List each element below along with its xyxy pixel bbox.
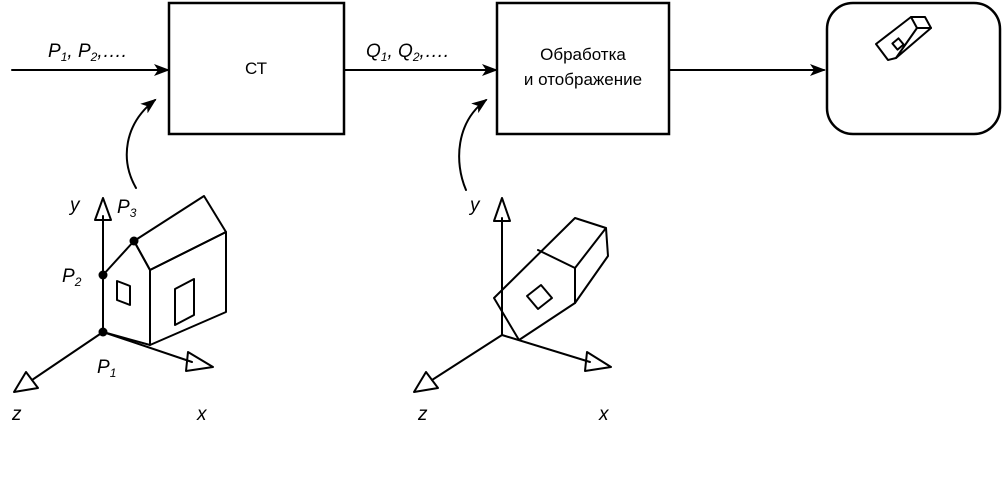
processing-block-label-line2: и отображение — [524, 70, 642, 89]
point-p3 — [129, 236, 139, 246]
input-arrow-label: P1, P2,…. — [48, 41, 127, 64]
house-model — [102, 195, 227, 346]
left-axis-z-label: z — [11, 404, 22, 425]
displayed-house-thumbnail — [875, 16, 932, 61]
ct-block — [167, 1, 346, 136]
middle-arrow-label: Q1, Q2,…. — [366, 41, 449, 64]
processing-block-label-line1: Обработка — [540, 45, 626, 64]
label-p2: P2 — [62, 266, 82, 289]
left-axis-y-label: y — [68, 195, 81, 216]
left-coordinate-axes — [13, 197, 214, 393]
transformed-house — [493, 217, 609, 341]
point-p1 — [98, 327, 108, 337]
right-axis-z-label: z — [417, 404, 428, 425]
ct-block-label: СТ — [245, 59, 267, 78]
point-p2 — [98, 270, 108, 280]
left-axis-x-label: x — [196, 404, 208, 425]
right-axis-x-label: x — [598, 404, 610, 425]
right-coordinate-axes — [413, 197, 612, 393]
curved-arrow-to-processing — [458, 98, 488, 191]
label-p3: P3 — [117, 197, 137, 220]
processing-block — [495, 1, 671, 136]
label-p1: P1 — [97, 357, 116, 380]
curved-arrow-to-ct — [125, 98, 157, 189]
right-axis-y-label: y — [468, 195, 481, 216]
display-screen — [825, 1, 1002, 136]
